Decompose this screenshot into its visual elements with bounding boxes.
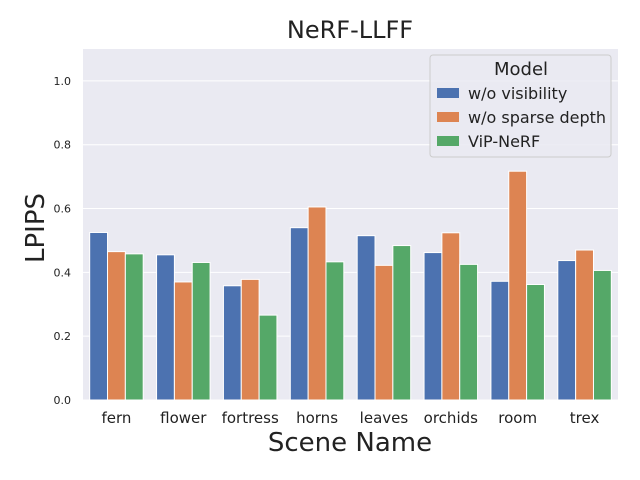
bar-room-2 bbox=[526, 283, 545, 401]
legend-swatch bbox=[437, 136, 459, 146]
bar-flower-0 bbox=[156, 254, 175, 401]
y-tick-label: 0.6 bbox=[54, 203, 72, 216]
bar-fern-2 bbox=[124, 253, 144, 401]
bar-flower-2 bbox=[191, 261, 211, 401]
x-tick-label: flower bbox=[160, 409, 207, 427]
x-tick-label: fern bbox=[101, 409, 131, 427]
legend-title: Model bbox=[494, 59, 548, 80]
legend: Model w/o visibility w/o sparse depthViP-… bbox=[429, 54, 612, 158]
legend-label: w/o sparse depth bbox=[468, 108, 606, 127]
bar-leaves-0 bbox=[356, 235, 376, 401]
legend-label: ViP-NeRF bbox=[468, 132, 540, 151]
bar-trex-2 bbox=[592, 269, 612, 401]
y-tick-label: 0.2 bbox=[54, 330, 72, 343]
bar-trex-1 bbox=[575, 249, 594, 401]
bar-fern-1 bbox=[107, 251, 126, 401]
x-axis-label: Scene Name bbox=[268, 428, 432, 458]
x-tick-label: trex bbox=[570, 409, 600, 427]
bars bbox=[89, 170, 612, 401]
y-tick-label: 0.0 bbox=[54, 394, 72, 407]
x-tick-label: orchids bbox=[424, 409, 478, 427]
legend-swatch bbox=[437, 88, 459, 98]
bar-horns-2 bbox=[325, 261, 345, 401]
x-tick-label: fortress bbox=[222, 409, 279, 427]
legend-label: w/o visibility bbox=[468, 84, 567, 103]
bar-leaves-1 bbox=[374, 264, 394, 401]
x-tick-label: horns bbox=[296, 409, 338, 427]
bar-leaves-2 bbox=[392, 245, 412, 401]
bar-orchids-0 bbox=[423, 252, 443, 401]
bar-horns-0 bbox=[289, 227, 309, 401]
bar-fern-0 bbox=[89, 231, 109, 401]
y-tick-label: 0.4 bbox=[54, 266, 72, 279]
x-tick-labels: fern flower fortress horns leaves orchids room… bbox=[101, 409, 599, 427]
y-tick-label: 1.0 bbox=[54, 75, 72, 88]
bar-orchids-2 bbox=[459, 263, 479, 401]
x-tick-label: leaves bbox=[360, 409, 409, 427]
y-axis-label: LPIPS bbox=[21, 193, 51, 263]
bar-flower-1 bbox=[173, 281, 193, 401]
bar-fortress-1 bbox=[240, 278, 260, 401]
bar-room-1 bbox=[508, 170, 528, 401]
bar-room-0 bbox=[490, 280, 510, 401]
bar-orchids-1 bbox=[441, 232, 461, 401]
bar-trex-0 bbox=[557, 260, 577, 401]
legend-box bbox=[429, 54, 612, 158]
bar-fortress-2 bbox=[258, 314, 278, 401]
y-tick-labels: 0.0 0.2 0.4 0.6 0.8 1.0 bbox=[54, 75, 72, 407]
legend-swatch bbox=[437, 112, 459, 122]
x-tick-label: room bbox=[498, 409, 537, 427]
chart-title: NeRF-LLFF bbox=[287, 16, 413, 44]
bar-horns-1 bbox=[307, 206, 327, 401]
y-tick-label: 0.8 bbox=[54, 139, 72, 152]
bar-fortress-0 bbox=[222, 285, 242, 401]
